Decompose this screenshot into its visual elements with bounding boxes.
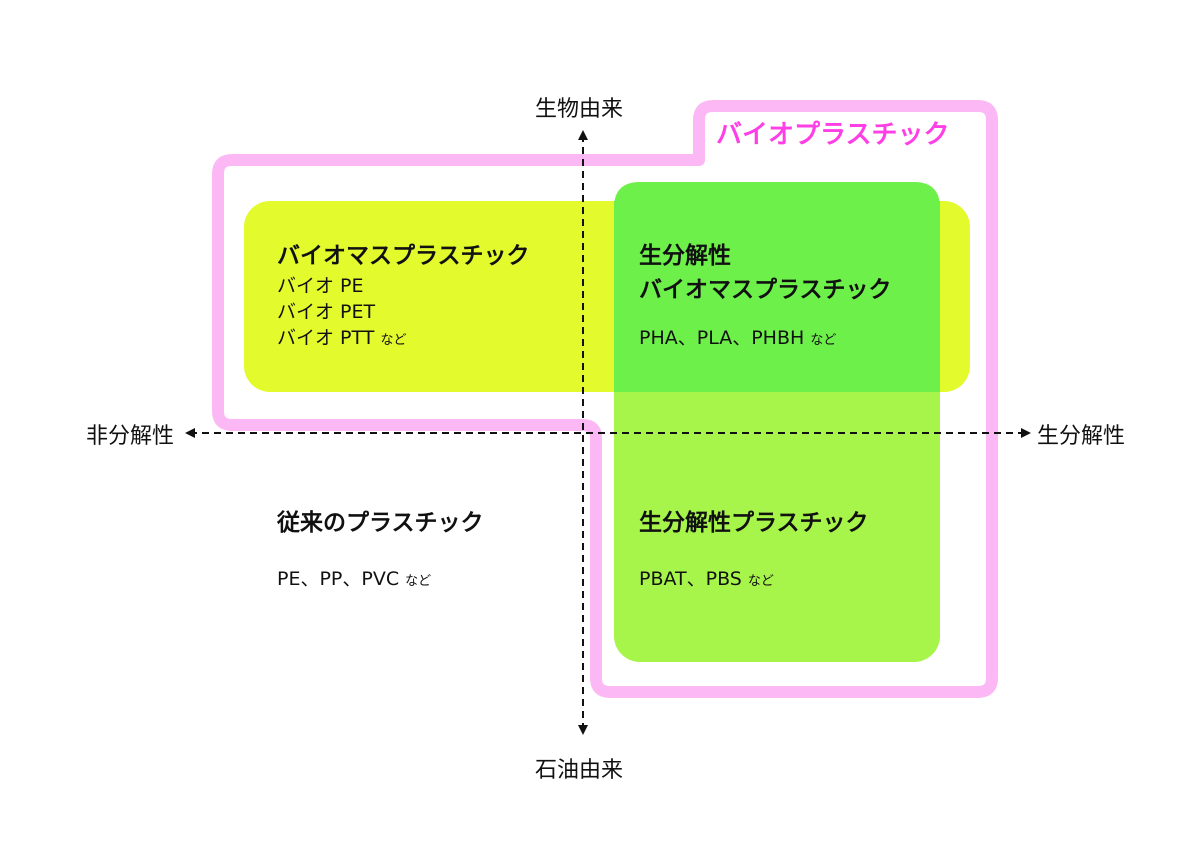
biodegradable-title: 生分解性プラスチック — [639, 510, 869, 536]
biodegradable-biomass-items-line: PHA、PLA、PHBH など — [639, 325, 892, 354]
biomass-item: バイオ PET — [277, 301, 376, 323]
axis-label-non-degradable: 非分解性 — [86, 424, 175, 449]
biodegradable-biomass-quadrant: 生分解性 バイオマスプラスチック PHA、PLA、PHBH など — [639, 239, 892, 354]
conventional-items: PE、PP、PVC — [277, 568, 400, 590]
biomass-title: バイオマスプラスチック — [277, 243, 530, 269]
biodegradable-items: PBAT、PBS — [639, 568, 742, 590]
conventional-quadrant: 従来のプラスチック PE、PP、PVC など — [277, 506, 484, 595]
biodegradable-items-line: PBAT、PBS など — [639, 566, 869, 595]
biodegradable-biomass-items: PHA、PLA、PHBH — [639, 327, 805, 349]
conventional-suffix: など — [405, 574, 432, 589]
biodegradable-biomass-overlap — [614, 201, 940, 392]
biomass-suffix: など — [380, 333, 407, 348]
bioplastic-label: バイオプラスチック — [716, 120, 950, 150]
biodegradable-quadrant: 生分解性プラスチック PBAT、PBS など — [639, 506, 869, 595]
conventional-items-line: PE、PP、PVC など — [277, 566, 484, 595]
biodegradable-biomass-title-line1: 生分解性 — [639, 243, 731, 269]
biodegradable-biomass-overlap-corner — [614, 182, 940, 208]
conventional-title: 従来のプラスチック — [277, 510, 484, 536]
axis-label-petroleum-origin: 石油由来 — [535, 758, 624, 783]
biomass-item: バイオ PTT — [277, 327, 375, 349]
biodegradable-biomass-title-line2: バイオマスプラスチック — [639, 277, 892, 303]
biodegradable-biomass-suffix: など — [810, 333, 837, 348]
axis-label-bio-origin: 生物由来 — [535, 97, 624, 122]
biodegradable-suffix: など — [747, 574, 774, 589]
biomass-item-last: バイオ PTT など — [277, 325, 530, 354]
axis-label-biodegradable: 生分解性 — [1037, 424, 1126, 449]
biomass-item: バイオ PE — [277, 275, 364, 297]
biomass-quadrant: バイオマスプラスチック バイオ PE バイオ PET バイオ PTT など — [277, 239, 530, 354]
